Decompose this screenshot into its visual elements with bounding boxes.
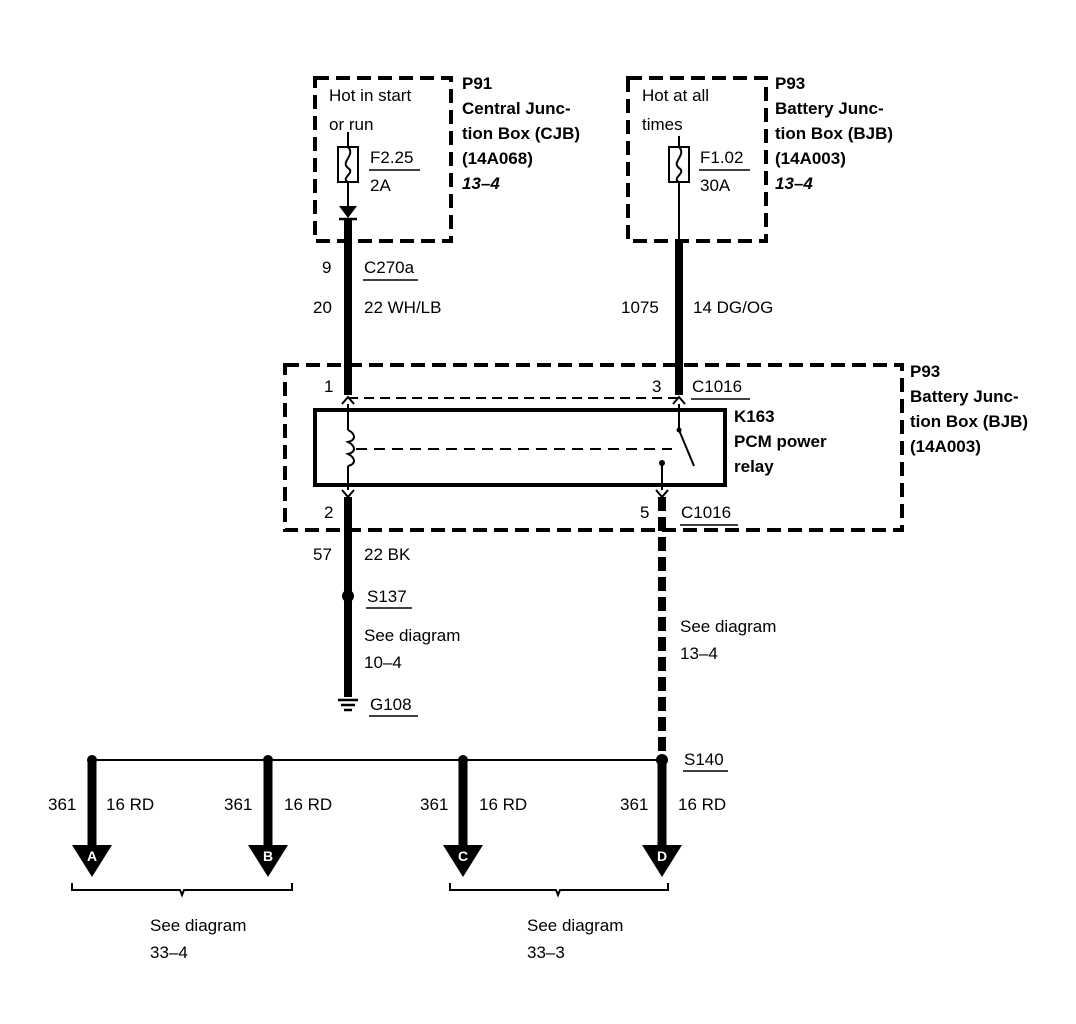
- see-diagram-right-1: See diagram: [680, 617, 776, 636]
- p93-fuse-id: F1.02: [700, 148, 743, 167]
- branch-d-tag: D: [657, 848, 667, 864]
- p91-ref: 13–4: [462, 174, 500, 193]
- pin-1-label: 1: [324, 377, 333, 396]
- branch-c-circuit: 361: [420, 795, 448, 814]
- splice-s137-dot: [342, 590, 354, 602]
- see-diagram-ground-1: See diagram: [364, 626, 460, 645]
- branch-c-color: 16 RD: [479, 795, 527, 814]
- branch-d: D 361 16 RD: [620, 760, 726, 877]
- branch-c-tag: C: [458, 848, 468, 864]
- branch-b-circuit: 361: [224, 795, 252, 814]
- p91-id: P91: [462, 74, 492, 93]
- relay-k163-body: [313, 408, 727, 487]
- c270a-pin: 9: [322, 258, 331, 277]
- p91-note-line1: Hot in start: [329, 86, 411, 105]
- see-diagram-cd-1: See diagram: [527, 916, 623, 935]
- branch-a: A 361 16 RD: [48, 760, 154, 877]
- see-diagram-ground-2: 10–4: [364, 653, 402, 672]
- ground-g108: G108: [370, 695, 412, 714]
- branch-b: B 361 16 RD: [224, 760, 332, 877]
- pin-3-label: 3: [652, 377, 661, 396]
- fuse-f225-icon: [337, 132, 359, 206]
- wire-left-color: 22 WH/LB: [364, 298, 441, 317]
- splice-s137: S137: [367, 587, 407, 606]
- relay-switch-icon: [659, 404, 695, 490]
- p91-note-line2: or run: [329, 115, 373, 134]
- branch-b-color: 16 RD: [284, 795, 332, 814]
- p93-relay-id: P93: [910, 362, 940, 381]
- wire-right-color: 14 DG/OG: [693, 298, 773, 317]
- c270a-connector: C270a: [364, 258, 415, 277]
- wire-bk-circuit: 57: [313, 545, 332, 564]
- relay-coil-icon: [345, 404, 355, 490]
- p91-box-outline: [313, 76, 453, 243]
- branch-a-color: 16 RD: [106, 795, 154, 814]
- branch-d-circuit: 361: [620, 795, 648, 814]
- p93-relay-box-outline: [283, 363, 904, 532]
- p91-name-line1: Central Junc-: [462, 99, 571, 118]
- relay-name-line1: PCM power: [734, 432, 827, 451]
- branch-b-tag: B: [263, 848, 273, 864]
- p93-relay-part: (14A003): [910, 437, 981, 456]
- relay-id: K163: [734, 407, 775, 426]
- p91-fuse-rating: 2A: [370, 176, 391, 195]
- p93-top-part: (14A003): [775, 149, 846, 168]
- p93-top-box-outline: [626, 76, 768, 243]
- p93-top-name-line1: Battery Junc-: [775, 99, 884, 118]
- see-diagram-right-2: 13–4: [680, 644, 718, 663]
- p93-note-line2: times: [642, 115, 683, 134]
- brace-ab: [71, 883, 293, 898]
- p93-fuse-rating: 30A: [700, 176, 731, 195]
- p93-relay-name-line2: tion Box (BJB): [910, 412, 1028, 431]
- ground-icon: [338, 698, 358, 712]
- see-diagram-ab-2: 33–4: [150, 943, 188, 962]
- p91-name-line2: tion Box (CJB): [462, 124, 580, 143]
- p93-note-line1: Hot at all: [642, 86, 709, 105]
- connector-c1016-top: C1016: [692, 377, 742, 396]
- wire-right-circuit: 1075: [621, 298, 659, 317]
- branch-a-circuit: 361: [48, 795, 76, 814]
- fuse-f102-icon: [668, 136, 690, 241]
- p93-top-name-line2: tion Box (BJB): [775, 124, 893, 143]
- p93-top-ref: 13–4: [775, 174, 813, 193]
- brace-cd: [449, 883, 669, 898]
- p93-relay-name-line1: Battery Junc-: [910, 387, 1019, 406]
- p91-fuse-id: F2.25: [370, 148, 413, 167]
- branch-a-tag: A: [87, 848, 97, 864]
- branch-d-color: 16 RD: [678, 795, 726, 814]
- see-diagram-ab-1: See diagram: [150, 916, 246, 935]
- relay-name-line2: relay: [734, 457, 774, 476]
- see-diagram-cd-2: 33–3: [527, 943, 565, 962]
- p91-part: (14A068): [462, 149, 533, 168]
- splice-s140: S140: [684, 750, 724, 769]
- wire-bk-color: 22 BK: [364, 545, 411, 564]
- p93-top-id: P93: [775, 74, 805, 93]
- diode-icon: [339, 206, 357, 221]
- pin-5-label: 5: [640, 503, 649, 522]
- connector-c1016-bottom: C1016: [681, 503, 731, 522]
- branch-c: C 361 16 RD: [420, 760, 527, 877]
- pin-2-label: 2: [324, 503, 333, 522]
- wire-left-circuit: 20: [313, 298, 332, 317]
